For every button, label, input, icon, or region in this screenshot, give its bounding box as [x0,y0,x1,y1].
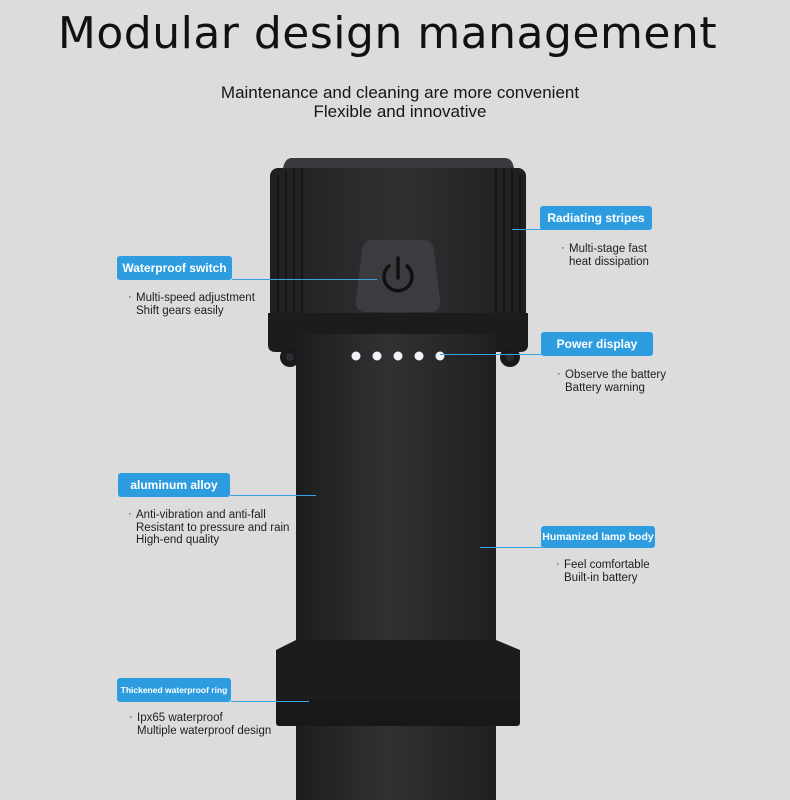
callout-line-waterproof-switch [232,279,377,280]
desc-radiating-stripes: · Multi-stage fast heat dissipation [561,242,649,268]
callout-waterproof-switch: Waterproof switch [117,256,232,280]
subtitle-line-1: Maintenance and cleaning are more conven… [220,83,580,102]
desc-power-display: · Observe the battery Battery warning [557,368,666,394]
subtitle-line-2: Flexible and innovative [313,102,487,121]
callout-radiating-stripes: Radiating stripes [540,206,652,230]
callout-line-aluminum-alloy [230,495,316,496]
callout-aluminum-alloy: aluminum alloy [118,473,230,497]
callout-line-humanized-lamp-body [480,547,542,548]
callout-thickened-waterproof-ring: Thickened waterproof ring [117,678,231,702]
desc-thickened-waterproof-ring: · Ipx65 waterproof Multiple waterproof d… [129,711,272,737]
callout-line-radiating-stripes [512,229,542,230]
callout-humanized-lamp-body: Humanized lamp body [541,526,655,548]
battery-indicator-lights [351,351,445,361]
power-icon [382,256,414,293]
callout-line-power-display [440,354,542,355]
heat-sink-ribs-left [277,168,303,330]
desc-waterproof-switch: · Multi-speed adjustment Shift gears eas… [128,291,255,317]
page-title: Modular design management [57,8,718,59]
desc-aluminum-alloy: · Anti-vibration and anti-fall Resistant… [128,508,290,546]
callout-power-display: Power display [541,332,653,356]
callout-line-thickened-ring [231,701,309,702]
heat-sink-ribs-right [495,168,521,330]
desc-humanized-lamp-body: · Feel comfortable Built-in battery [556,558,650,584]
